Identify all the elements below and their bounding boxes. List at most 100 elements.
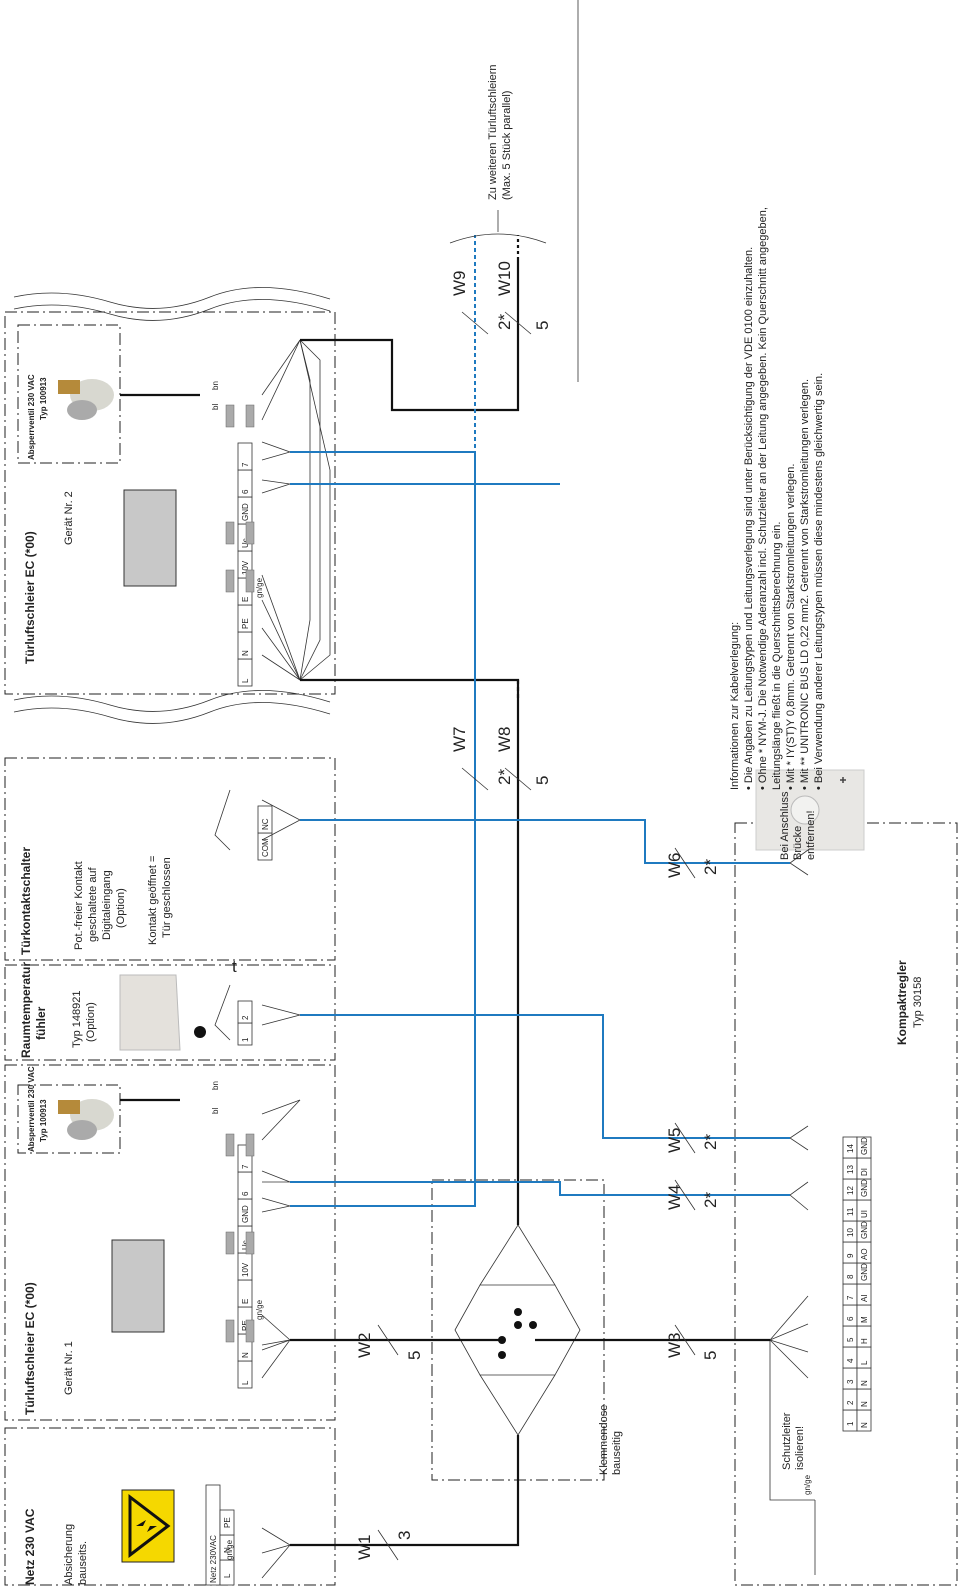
kontakt-fan xyxy=(214,789,301,851)
regler-terminal-number: 1 xyxy=(846,1421,855,1426)
regler-terminal-number: 5 xyxy=(846,1337,855,1342)
cable-w7-count: 2* xyxy=(495,769,514,785)
ventil1-sub: Typ 100913 xyxy=(39,1099,48,1142)
junction-dots xyxy=(194,1026,537,1359)
regler-terminal-label: AO xyxy=(860,1248,869,1260)
bruecke-l3: entfernen! xyxy=(805,810,817,860)
tls1-title: Türluftschleier EC (*00) xyxy=(23,1282,37,1415)
weitere-l1: Zu weiteren Türluftschleiern xyxy=(487,64,499,200)
weitere-bracket xyxy=(449,233,547,244)
regler-terminal-label: N xyxy=(860,1401,869,1407)
info-line: • Mit * IY(ST)Y 0,8mm. Getrennt von Star… xyxy=(785,464,797,790)
regler-terminal-label: N xyxy=(860,1422,869,1428)
kontakt-terminal-cell xyxy=(257,805,273,834)
regler-terminal-number: 2 xyxy=(846,1400,855,1405)
raum-fan xyxy=(214,984,302,1041)
regler-terminal-number: 6 xyxy=(846,1316,855,1321)
netz-line2: bauseits. xyxy=(77,1541,89,1585)
cable-ticks xyxy=(377,311,696,1561)
ventil1-title-group: Absperrventil 230 VAC Typ 100913 xyxy=(27,1066,48,1152)
regler-terminal-label: AI xyxy=(860,1294,869,1302)
break-line-4 xyxy=(13,299,331,321)
tls2-terminal-label: 6 xyxy=(241,489,250,494)
tls1-terminal-label: GND xyxy=(241,1205,250,1223)
regler-terminal-number: 11 xyxy=(846,1207,855,1216)
tuerkontakt-l4: (Option) xyxy=(115,888,127,928)
cable-w2-name: W2 xyxy=(355,1333,374,1359)
regler-terminal-label: GND xyxy=(860,1137,869,1155)
wire-label-gnge: gn/ge xyxy=(255,1299,264,1320)
klemmendose-box xyxy=(454,1224,581,1436)
tls2-terminal-label: GND xyxy=(241,503,250,521)
tls1-terminal-label: 6 xyxy=(241,1191,250,1196)
tuerkontakt-l1: Pot.-freier Kontakt xyxy=(73,861,85,950)
tls2-terminal-label: PE xyxy=(241,618,250,629)
tls1-terminal-label: 10V xyxy=(241,1262,250,1277)
netz-terminal-label: L xyxy=(223,1573,232,1578)
regler-terminal-number: 13 xyxy=(846,1165,855,1174)
raum-terminal-strip: 12 xyxy=(237,1000,253,1046)
regler-terminal-number-cell xyxy=(842,1409,858,1432)
tls1-terminal-label: E xyxy=(241,1299,250,1304)
cable-w9-name: W9 xyxy=(450,271,469,297)
cable-w6-name: W6 xyxy=(665,853,684,879)
tls2-terminal-label: 7 xyxy=(241,462,250,467)
regler-terminal-label: GND xyxy=(860,1263,869,1281)
regler-terminal-label: N xyxy=(860,1380,869,1386)
netz-frame xyxy=(4,1427,336,1586)
tuerkontakt-l2: geschaltete auf xyxy=(87,866,99,942)
tuerkontakt-frame xyxy=(4,757,336,961)
netz-title-group: Netz 230 VAC Absicherung bauseits. xyxy=(23,1508,89,1585)
tls2-fan xyxy=(261,339,331,681)
wire-label-bn: bn xyxy=(211,381,220,390)
connector-blocks xyxy=(225,404,255,1343)
raum-terminal-label: 2 xyxy=(241,1015,250,1020)
sensor-symbol: t xyxy=(232,957,237,976)
ventil2-title: Absperrventil 230 VAC xyxy=(27,374,36,460)
regler-image xyxy=(755,769,865,851)
tls1-terminal-label: N xyxy=(241,1352,250,1358)
tls2-title-group: Türluftschleier EC (*00) Gerät Nr. 2 xyxy=(23,491,75,664)
info-line: • Ohne * NYM-J. Die Notwendige Aderanzah… xyxy=(757,207,769,790)
wire-label-gnge: gn/ge xyxy=(803,1474,812,1495)
ventil2-title-group: Absperrventil 230 VAC Typ 100913 xyxy=(27,374,48,460)
tuerkontakt-title: Türkontaktschalter xyxy=(19,847,33,955)
cable-w1-name: W1 xyxy=(355,1535,374,1561)
cable-w7-name: W7 xyxy=(450,727,469,753)
regler-terminal-number-cell xyxy=(842,1241,858,1264)
device2-image xyxy=(123,489,177,587)
netz-terminal-label: PE xyxy=(223,1517,232,1528)
black-wires xyxy=(120,235,770,1547)
tuerkontakt-l5: Kontakt geöffnet = xyxy=(147,856,159,945)
cable-w10-count: 5 xyxy=(533,321,552,330)
regler-terminal-number: 4 xyxy=(846,1358,855,1363)
klemmendose-title-group: Klemmendose bauseitig xyxy=(598,1405,623,1475)
tls1-terminal-label: 7 xyxy=(241,1164,250,1169)
ventil1-frame xyxy=(17,1084,121,1154)
cable-w8-count: 5 xyxy=(533,776,552,785)
regler-terminal-label: M xyxy=(860,1316,869,1323)
tls1-terminal-label: PE xyxy=(241,1320,250,1331)
regler-terminal-label: GND xyxy=(860,1179,869,1197)
tls2-terminal-label: N xyxy=(241,650,250,656)
regler-terminal-number: 12 xyxy=(846,1186,855,1195)
regler-terminal-label: DI xyxy=(860,1168,869,1176)
cable-w4-count: 2* xyxy=(701,1192,720,1208)
raum-terminal-label: 1 xyxy=(241,1037,250,1042)
cable-w5-count: 2* xyxy=(701,1134,720,1150)
klemmendose-l1: Klemmendose xyxy=(598,1405,610,1475)
netz-title: Netz 230 VAC xyxy=(23,1508,37,1585)
regler-terminal-number: 14 xyxy=(846,1144,855,1153)
tls1-sub: Gerät Nr. 1 xyxy=(63,1341,75,1395)
raumtemp-frame xyxy=(4,964,336,1061)
tls2-terminal-label: Uc xyxy=(241,538,250,548)
cable-w8-name: W8 xyxy=(495,727,514,753)
tls2-frame xyxy=(4,311,336,695)
klemmendose-l2: bauseitig xyxy=(611,1431,623,1475)
valve1-image xyxy=(58,1099,114,1140)
regler-terminal-label-cell xyxy=(856,1136,872,1159)
